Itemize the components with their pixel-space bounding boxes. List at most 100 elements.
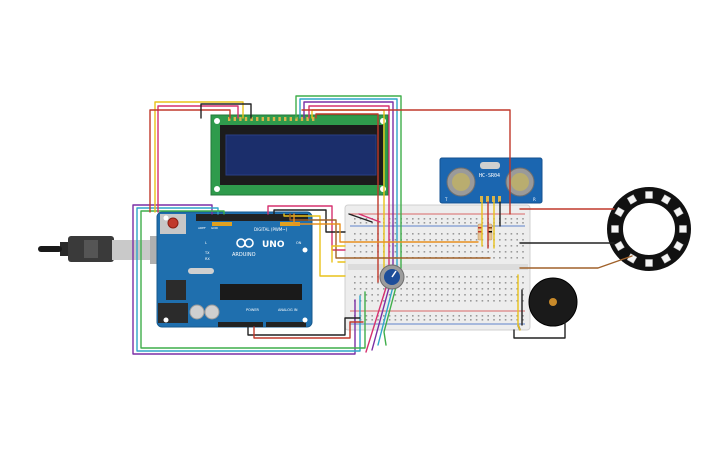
terminal-hole xyxy=(487,251,489,253)
ultrasonic-sensor[interactable]: HC-SR04 T R xyxy=(439,157,543,204)
terminal-hole xyxy=(487,300,489,302)
terminal-hole xyxy=(452,276,455,278)
arduino-uno-board[interactable]: UNO ARDUINO DIGITAL (PWM~) POWER ANALOG … xyxy=(156,211,313,328)
terminal-hole xyxy=(365,300,368,302)
rail-hole xyxy=(458,315,460,317)
terminal-hole xyxy=(394,300,397,302)
terminal-hole xyxy=(359,288,362,290)
rail-hole xyxy=(499,319,501,321)
terminal-hole xyxy=(423,251,426,253)
rail-hole xyxy=(504,222,507,224)
breadboard[interactable] xyxy=(344,204,531,331)
rail-hole xyxy=(365,222,368,224)
rail-hole xyxy=(446,218,449,220)
rail-hole xyxy=(417,319,420,321)
rail-hole xyxy=(435,222,437,224)
terminal-hole xyxy=(516,245,518,247)
terminal-hole xyxy=(470,233,472,235)
terminal-hole xyxy=(475,276,478,278)
neopixel-led xyxy=(679,225,687,233)
rail-hole xyxy=(504,218,507,220)
rail-hole xyxy=(464,319,466,321)
lcd-display[interactable] xyxy=(210,114,389,196)
rail-hole xyxy=(475,315,478,317)
terminal-hole xyxy=(354,239,356,241)
terminal-hole xyxy=(429,300,431,302)
terminal-hole xyxy=(464,294,466,296)
arduino-model-label: UNO xyxy=(262,240,285,250)
terminal-hole xyxy=(452,282,455,284)
potentiometer[interactable] xyxy=(379,264,405,290)
neopixel-ring[interactable] xyxy=(607,187,691,271)
terminal-hole xyxy=(429,233,431,235)
terminal-hole xyxy=(452,251,455,253)
terminal-hole xyxy=(429,282,431,284)
terminal-hole xyxy=(470,251,472,253)
rail-hole xyxy=(406,319,408,321)
terminal-hole xyxy=(423,233,426,235)
terminal-hole xyxy=(504,239,507,241)
rail-hole xyxy=(412,218,414,220)
terminal-hole xyxy=(412,233,414,235)
terminal-hole xyxy=(354,245,356,247)
rail-hole xyxy=(371,315,373,317)
terminal-hole xyxy=(371,294,373,296)
rail-hole xyxy=(441,222,443,224)
terminal-hole xyxy=(441,233,443,235)
rail-hole xyxy=(435,315,437,317)
lcd-pin xyxy=(267,117,270,121)
terminal-hole xyxy=(429,245,431,247)
lcd-pin xyxy=(306,117,309,121)
terminal-hole xyxy=(458,239,460,241)
terminal-hole xyxy=(406,288,408,290)
terminal-hole xyxy=(406,300,408,302)
l-led-label: L xyxy=(205,241,207,245)
terminal-hole xyxy=(464,288,466,290)
terminal-hole xyxy=(365,245,368,247)
resistors[interactable] xyxy=(477,223,493,241)
lcd-pin xyxy=(250,117,253,121)
terminal-hole xyxy=(429,288,431,290)
terminal-hole xyxy=(441,294,443,296)
terminal-hole xyxy=(423,294,426,296)
terminal-hole xyxy=(423,276,426,278)
terminal-hole xyxy=(516,233,518,235)
piezo-buzzer[interactable] xyxy=(517,277,578,331)
rail-hole xyxy=(429,222,431,224)
terminal-hole xyxy=(406,294,408,296)
rail-hole xyxy=(429,218,431,220)
rail-hole xyxy=(423,319,426,321)
terminal-hole xyxy=(499,288,501,290)
terminal-hole xyxy=(446,233,449,235)
terminal-hole xyxy=(458,245,460,247)
arduino-brand-label: ARDUINO xyxy=(232,252,256,258)
terminal-hole xyxy=(406,276,408,278)
usb-cable[interactable] xyxy=(38,236,164,264)
rail-hole xyxy=(464,315,466,317)
terminal-hole xyxy=(354,288,356,290)
terminal-hole xyxy=(383,288,385,290)
terminal-hole xyxy=(475,233,478,235)
aref-label: AREF xyxy=(198,226,206,230)
lcd-pin xyxy=(239,117,242,121)
neopixel-led xyxy=(614,240,625,252)
terminal-hole xyxy=(417,282,420,284)
rail-hole xyxy=(510,222,513,224)
rail-hole xyxy=(510,319,513,321)
rail-hole xyxy=(394,222,397,224)
terminal-hole xyxy=(499,300,501,302)
terminal-hole xyxy=(435,288,437,290)
terminal-hole xyxy=(458,233,460,235)
terminal-hole xyxy=(464,239,466,241)
terminal-hole xyxy=(359,294,362,296)
terminal-hole xyxy=(354,276,356,278)
rail-hole xyxy=(475,319,478,321)
rail-hole xyxy=(365,319,368,321)
rail-hole xyxy=(400,315,402,317)
rail-hole xyxy=(522,315,524,317)
terminal-hole xyxy=(504,294,507,296)
rail-hole xyxy=(354,222,356,224)
terminal-hole xyxy=(394,251,397,253)
rail-hole xyxy=(412,319,414,321)
